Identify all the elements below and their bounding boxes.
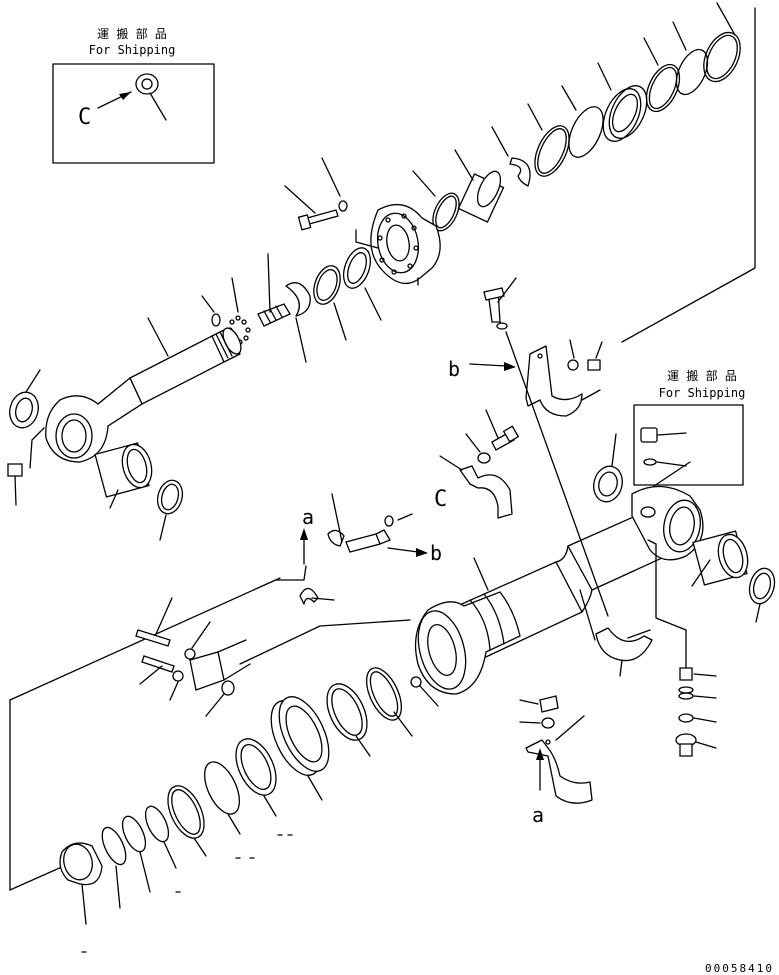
center-pipe-parts: a b C (275, 487, 447, 605)
piston-assembly (410, 557, 521, 707)
callout-a-lower: a (532, 803, 544, 827)
clamp-a: a (519, 695, 593, 827)
top-ring-stack (412, 2, 741, 232)
shipping-box-top-en: For Shipping (89, 43, 176, 57)
callout-c-box: C (78, 105, 91, 130)
lower-tube-clamp (595, 627, 653, 677)
shipping-box-right-en: For Shipping (659, 386, 746, 400)
pipe-flange-group (135, 597, 251, 717)
tube-end-bushing (593, 433, 776, 623)
shipping-box-right: 運 搬 部 品 For Shipping (633, 368, 746, 486)
clamp-b: b (448, 277, 609, 617)
drawing-code: 00058410 (705, 962, 774, 975)
shipping-box-top-jp: 運 搬 部 品 (97, 26, 167, 41)
callout-c-center: C (434, 487, 447, 512)
bottom-ring-stack (59, 667, 413, 953)
grease-fitting-stack (675, 667, 717, 757)
o-ring-part (643, 458, 657, 466)
center-bolt (439, 409, 520, 519)
cylinder-head (355, 203, 441, 286)
nut-part (135, 73, 159, 95)
callout-b-right: b (430, 541, 442, 565)
head-bolt (284, 157, 348, 231)
piston-rod (7, 317, 242, 506)
shipping-box-top: 運 搬 部 品 For Shipping C (52, 26, 215, 164)
plug-part (640, 427, 658, 443)
callout-b-upper: b (448, 357, 460, 381)
rod-eye-bushing (94, 442, 184, 541)
callout-a-upper: a (302, 505, 314, 529)
shipping-box-right-jp: 運 搬 部 品 (667, 368, 737, 383)
